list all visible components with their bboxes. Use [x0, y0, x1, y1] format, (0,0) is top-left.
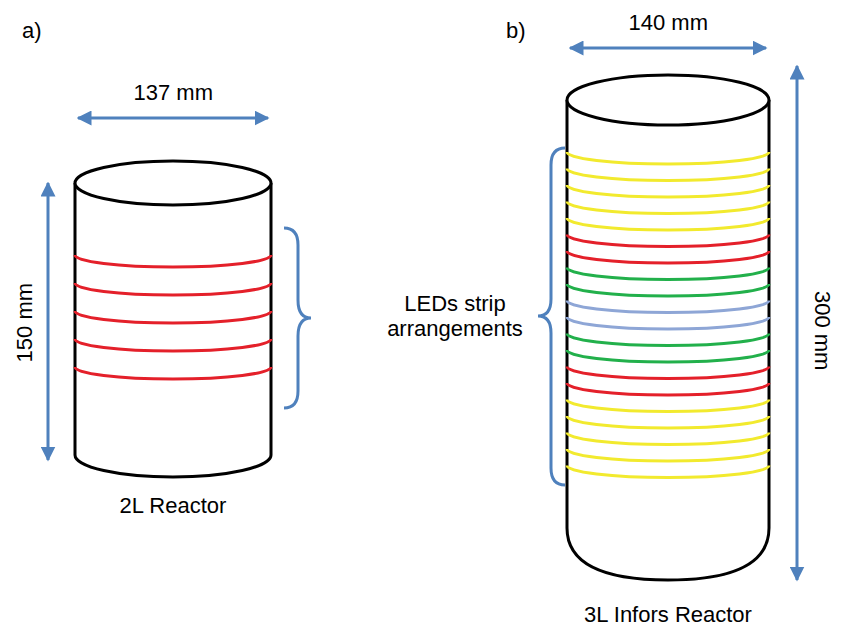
led-strip	[567, 317, 769, 329]
led-strip	[567, 449, 769, 461]
led-strip	[567, 466, 769, 478]
led-strip	[567, 251, 769, 263]
reactor-label: 3L Infors Reactor	[584, 602, 752, 627]
led-strip	[75, 339, 271, 351]
led-strip	[75, 255, 271, 267]
dimension-label: 140 mm	[629, 10, 708, 35]
curly-bracket	[284, 228, 311, 408]
led-strip	[75, 283, 271, 295]
led-strip	[567, 350, 769, 362]
dimension-arrow	[78, 117, 268, 120]
led-strip	[567, 301, 769, 313]
led-strip	[567, 185, 769, 197]
led-strip	[567, 367, 769, 379]
callout-label: LEDs strip arrangements	[385, 291, 525, 342]
dimension-arrow	[796, 66, 799, 580]
dimension-label: 300 mm	[810, 290, 835, 369]
reactor-top	[75, 161, 271, 205]
reactor-top	[567, 75, 769, 125]
led-strip	[567, 284, 769, 296]
led-strip	[567, 334, 769, 346]
curly-bracket	[538, 148, 565, 485]
led-strip	[567, 235, 769, 247]
panel-letter: b)	[506, 18, 526, 43]
led-strip	[567, 202, 769, 214]
dimension-label: 137 mm	[134, 80, 213, 105]
led-strip	[75, 367, 271, 379]
led-strip	[567, 433, 769, 445]
led-strip	[567, 416, 769, 428]
led-strip	[567, 152, 769, 164]
led-strip	[567, 218, 769, 230]
led-strip	[567, 268, 769, 280]
reactor-label: 2L Reactor	[120, 493, 227, 518]
dimension-label: 150 mm	[12, 282, 37, 361]
dimension-arrow	[570, 47, 766, 50]
led-strip	[75, 311, 271, 323]
led-strip	[567, 383, 769, 395]
led-strip	[567, 169, 769, 181]
dimension-arrow	[47, 183, 50, 460]
panel-letter: a)	[22, 18, 42, 43]
reactor-body	[75, 183, 271, 477]
reactor-body	[567, 100, 769, 580]
led-strip	[567, 400, 769, 412]
